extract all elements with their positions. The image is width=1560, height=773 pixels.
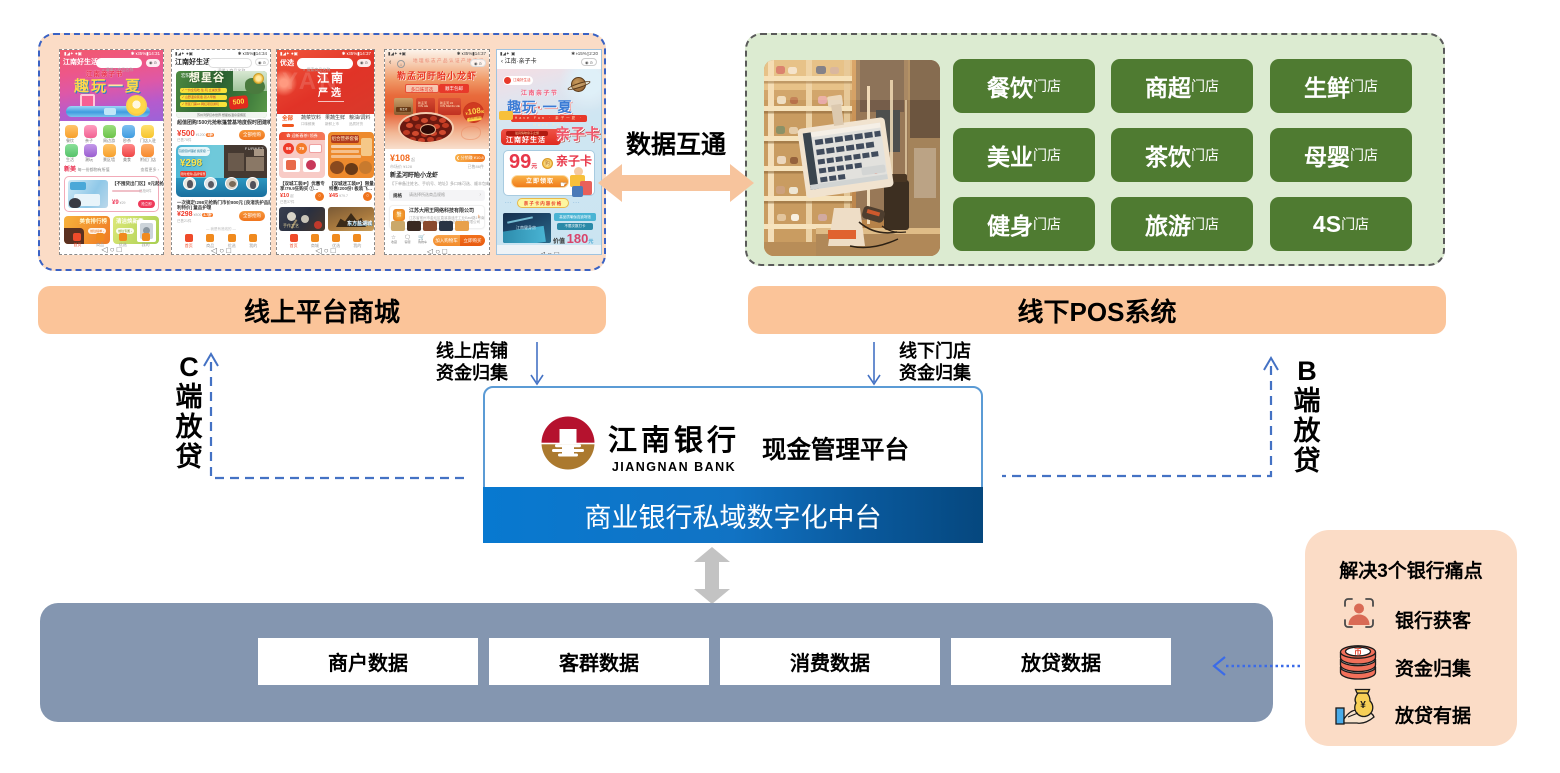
svg-text:币: 币	[1354, 647, 1362, 657]
svg-text:¥: ¥	[1360, 700, 1366, 711]
